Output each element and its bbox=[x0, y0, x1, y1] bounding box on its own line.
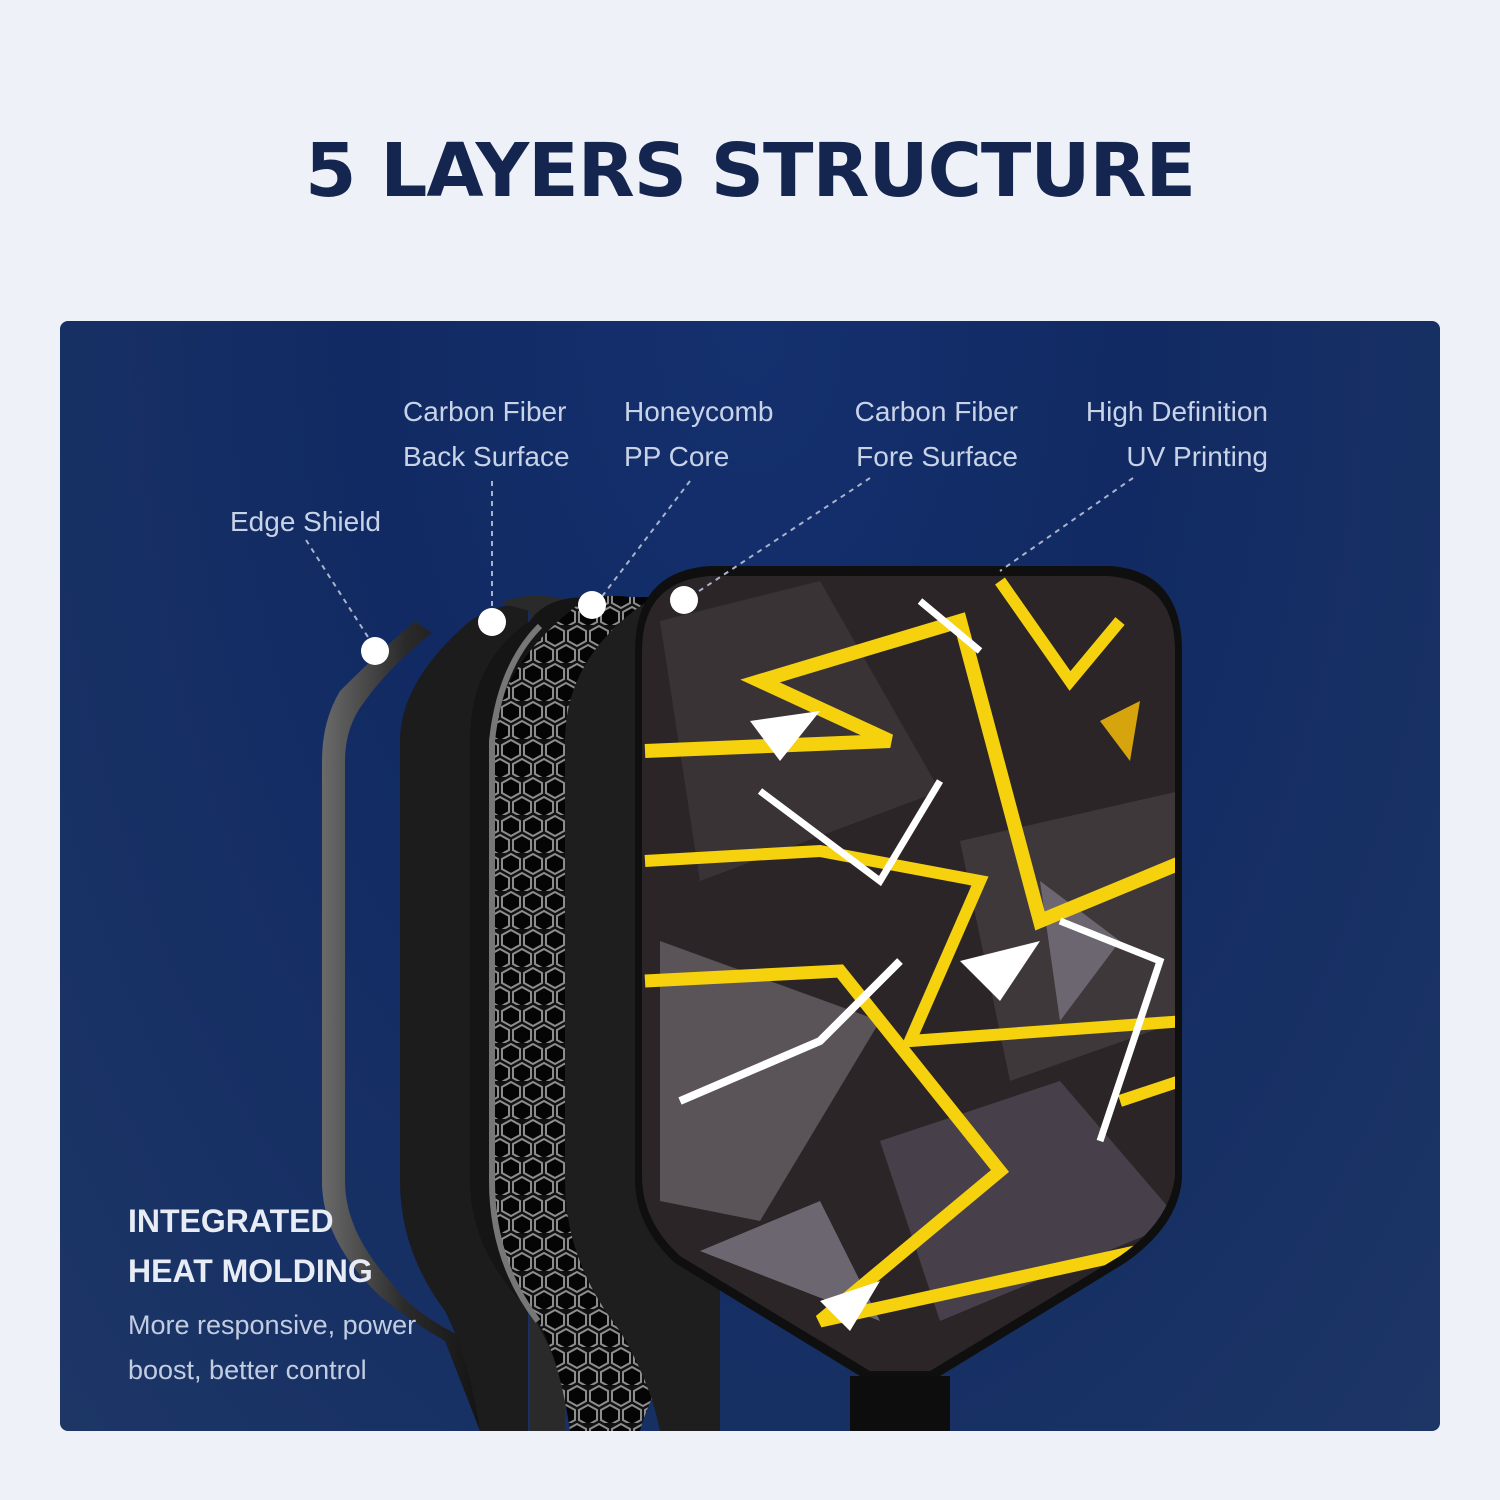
label-printing: High Definition UV Printing bbox=[1085, 396, 1268, 472]
feature-heading: INTEGRATED HEAT MOLDING bbox=[128, 1203, 373, 1289]
label-edge-shield: Edge Shield bbox=[230, 506, 382, 537]
fore-surface-marker bbox=[670, 586, 698, 614]
handle bbox=[850, 1376, 950, 1431]
label-fore-surface: Carbon Fiber Fore Surface bbox=[854, 396, 1018, 472]
back-surface-marker bbox=[478, 608, 506, 636]
label-back-surface: Carbon Fiber Back Surface bbox=[403, 396, 570, 472]
paddle-layers-illustration bbox=[305, 477, 1182, 1431]
edge-shield-layer bbox=[322, 621, 490, 1431]
layers-panel: Edge Shield Carbon Fiber Back Surface Ho… bbox=[60, 321, 1440, 1431]
page-title: 5 LAYERS STRUCTURE bbox=[304, 128, 1196, 214]
uv-print-face bbox=[642, 576, 1175, 1371]
edge-shield-marker bbox=[361, 637, 389, 665]
feature-description: More responsive, power boost, better con… bbox=[128, 1310, 417, 1385]
core-marker bbox=[578, 591, 606, 619]
label-core: Honeycomb PP Core bbox=[624, 396, 774, 472]
